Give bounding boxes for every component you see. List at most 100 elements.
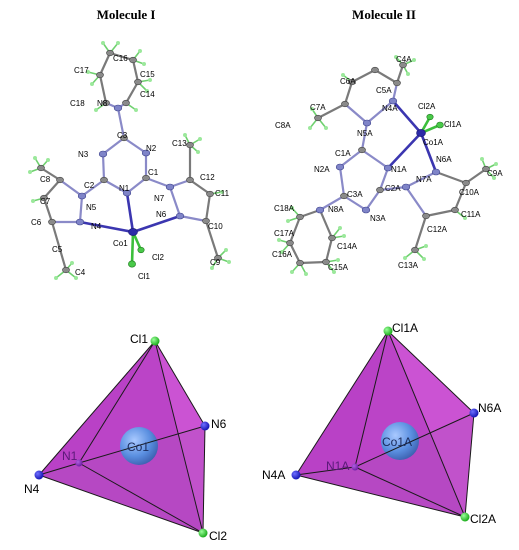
molecule-ii-structure: C4A C6A C5A C7A N4A Cl2A C8A N5A Cl1A Co… [272, 55, 503, 276]
poly2-face-front [296, 331, 465, 517]
label-c8: C8 [40, 175, 51, 184]
label-n8: N8 [97, 99, 108, 108]
label-c2a: C2A [385, 184, 401, 193]
label-c4a: C4A [396, 55, 412, 64]
label-c3a: C3A [347, 190, 363, 199]
poly2-edge-n4a-cl2a [295, 474, 466, 518]
label-c4: C4 [75, 268, 86, 277]
label-c10a: C10A [459, 188, 480, 197]
poly2-label-co1a: Co1A [382, 435, 412, 449]
label-c10: C10 [208, 222, 223, 231]
label-c15: C15 [140, 70, 155, 79]
label-cl1: Cl1 [138, 272, 151, 281]
polyhedron-ii: Cl1A N6A Co1A N1A N4A Cl2A [262, 321, 501, 526]
poly2-face-bottom [296, 413, 474, 517]
mol1-bonds [39, 51, 220, 272]
label-c1: C1 [148, 168, 159, 177]
label-n2: N2 [146, 144, 157, 153]
poly2-label-cl1a: Cl1A [392, 321, 418, 335]
poly2-vertex-n4a [291, 470, 301, 480]
poly1-vertex-cl1 [150, 336, 160, 346]
label-c9: C9 [210, 258, 221, 267]
poly1-vertex-n4 [34, 470, 44, 480]
poly2-face-right [388, 331, 474, 517]
poly2-label-n4a: N4A [262, 468, 285, 482]
label-c7: C7 [40, 197, 51, 206]
label-c5: C5 [52, 245, 63, 254]
label-n4a: N4A [382, 104, 398, 113]
poly1-edge-cl1-n1 [78, 340, 156, 464]
poly1-edge-n1-n6 [78, 425, 206, 464]
mol2-atoms [286, 61, 490, 267]
label-c12: C12 [200, 173, 215, 182]
label-cl2: Cl2 [152, 253, 165, 262]
poly2-label-n1a: N1A [326, 459, 349, 473]
mol2-atom-labels: C4A C6A C5A C7A N4A Cl2A C8A N5A Cl1A Co… [272, 55, 503, 272]
poly1-edge-n4-cl2 [38, 474, 204, 534]
poly2-edge-cl1a-cl2a [387, 330, 466, 518]
label-c3: C3 [117, 131, 128, 140]
poly1-edge-cl1-n6 [154, 340, 206, 427]
label-c17: C17 [74, 66, 89, 75]
label-c6: C6 [31, 218, 42, 227]
molecule-i-structure: C16 C17 C15 C14 C18 N8 C3 N3 N2 C13 C8 C… [28, 41, 231, 281]
poly2-edge-cl1a-n1a [354, 330, 389, 468]
label-c14: C14 [140, 90, 155, 99]
label-c14a: C14A [337, 242, 358, 251]
label-co1: Co1 [113, 239, 128, 248]
label-n7a: N7A [416, 175, 432, 184]
label-n6: N6 [156, 210, 167, 219]
poly1-edge-cl1-n4 [38, 340, 156, 476]
poly1-edge-n1-cl2 [78, 462, 204, 534]
poly2-edge-n6a-cl2a [464, 412, 475, 518]
poly1-label-n1: N1 [62, 449, 78, 463]
label-c17a: C17A [274, 229, 295, 238]
poly1-vertex-n1 [75, 459, 83, 467]
label-n6a: N6A [436, 155, 452, 164]
label-c15a: C15A [328, 263, 349, 272]
mol1-atom-labels: C16 C17 C15 C14 C18 N8 C3 N3 N2 C13 C8 C… [31, 54, 230, 281]
label-cl2a: Cl2A [418, 102, 436, 111]
poly1-label-co1: Co1 [127, 440, 149, 454]
label-c8a: C8A [275, 121, 291, 130]
label-c1a: C1A [335, 149, 351, 158]
label-n4: N4 [91, 222, 102, 231]
poly1-edge-n6-cl2 [202, 425, 206, 534]
label-n3a: N3A [370, 214, 386, 223]
label-c11a: C11A [461, 210, 481, 219]
label-n1: N1 [119, 184, 130, 193]
poly1-label-n6: N6 [211, 417, 227, 431]
poly1-edge-cl1-cl2 [154, 340, 204, 534]
label-c6a: C6A [340, 77, 356, 86]
label-n3: N3 [78, 150, 89, 159]
label-c16a: C16A [272, 250, 293, 259]
label-c9a: C9A [487, 169, 503, 178]
poly1-label-cl2: Cl2 [209, 529, 227, 543]
molecule-ii-title: Molecule II [352, 7, 416, 22]
poly1-label-cl1: Cl1 [130, 332, 148, 346]
poly1-co-sphere [120, 427, 158, 465]
poly2-edge-cl1a-n4a [295, 330, 389, 476]
label-n5a: N5A [357, 129, 373, 138]
label-c18: C18 [70, 99, 85, 108]
poly1-face-front [39, 341, 203, 533]
molecule-i-title: Molecule I [97, 7, 156, 22]
poly1-edge-n1-n4 [38, 462, 80, 476]
label-c13: C13 [172, 139, 187, 148]
label-n8a: N8A [328, 205, 344, 214]
label-n2a: N2A [314, 165, 330, 174]
poly2-edge-n1a-n4a [295, 466, 356, 476]
label-c7a: C7A [310, 103, 326, 112]
poly2-edge-n1a-n6a [354, 412, 475, 468]
label-c11: C11 [215, 189, 230, 198]
label-c16: C16 [113, 54, 128, 63]
poly2-label-cl2a: Cl2A [470, 512, 496, 526]
label-n1a: N1A [391, 165, 407, 174]
label-c5a: C5A [376, 86, 392, 95]
poly1-face-bottom [39, 426, 205, 533]
mol1-atoms [37, 49, 222, 274]
poly2-vertex-cl2a [460, 512, 470, 522]
label-c18a: C18A [274, 204, 295, 213]
label-co1a: Co1A [423, 138, 444, 147]
